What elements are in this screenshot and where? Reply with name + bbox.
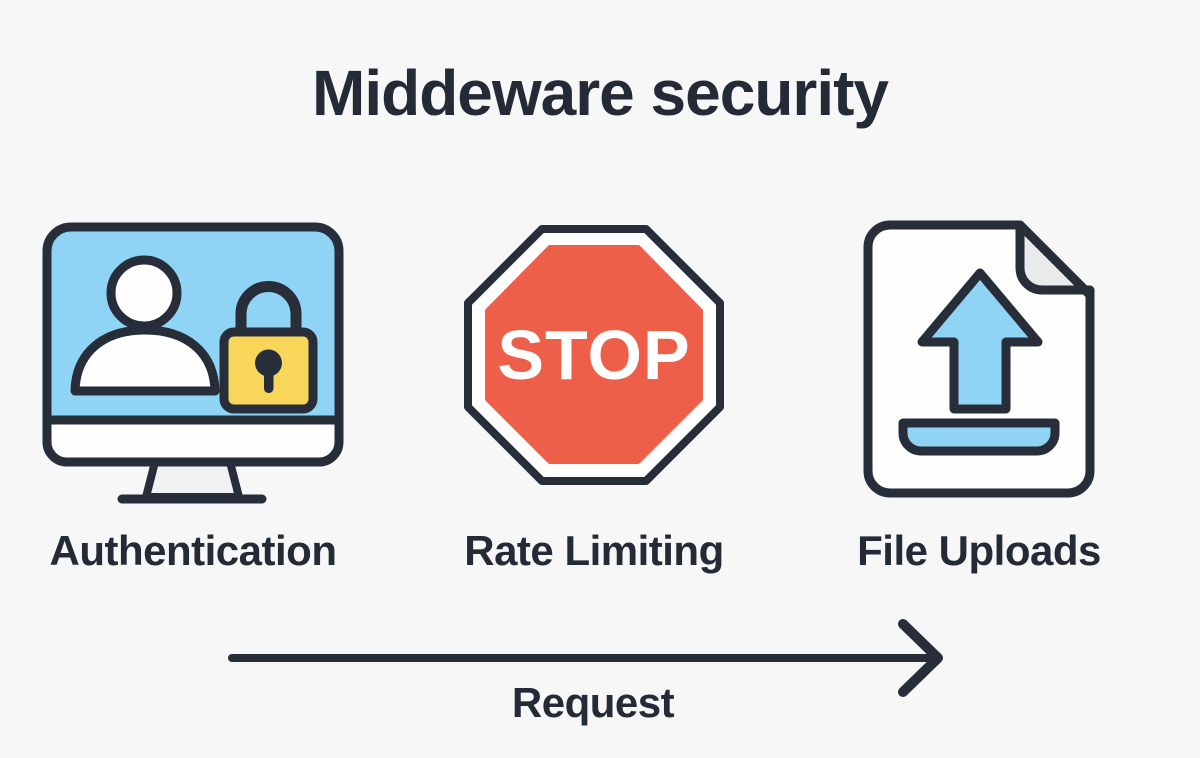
- diagram-title: Middeware security: [312, 57, 889, 129]
- monitor-stand: [142, 458, 243, 501]
- stop-sign-text: STOP: [497, 316, 690, 394]
- stage-label-authentication: Authentication: [49, 527, 337, 574]
- monitor-user-lock-icon: [42, 222, 344, 504]
- upload-tray: [898, 418, 1060, 456]
- lock-keyhole: [255, 349, 282, 377]
- stop-sign-icon: STOP: [464, 225, 724, 485]
- stage-rate-limiting: STOP Rate Limiting: [424, 215, 764, 575]
- arrow-head: [898, 619, 943, 697]
- stage-icon-box: [23, 215, 363, 513]
- request-label: Request: [511, 679, 675, 726]
- monitor-chin: [42, 415, 344, 467]
- user-head: [106, 255, 182, 331]
- stage-icon-box: [809, 215, 1149, 513]
- upload-arrow: [917, 268, 1043, 414]
- file-upload-icon: [863, 220, 1095, 498]
- stage-label-rate-limiting: Rate Limiting: [464, 527, 724, 574]
- stage-icon-box: STOP: [424, 215, 764, 513]
- stop-sign-inner-octagon: [485, 245, 703, 464]
- request-flow-arrow: [228, 619, 943, 697]
- document-fold-corner: [1015, 220, 1095, 300]
- stage-label-file-uploads: File Uploads: [857, 527, 1101, 574]
- lock-shackle: [235, 281, 302, 335]
- stage-file-uploads: File Uploads: [809, 215, 1149, 575]
- stage-authentication: Authentication: [23, 215, 363, 575]
